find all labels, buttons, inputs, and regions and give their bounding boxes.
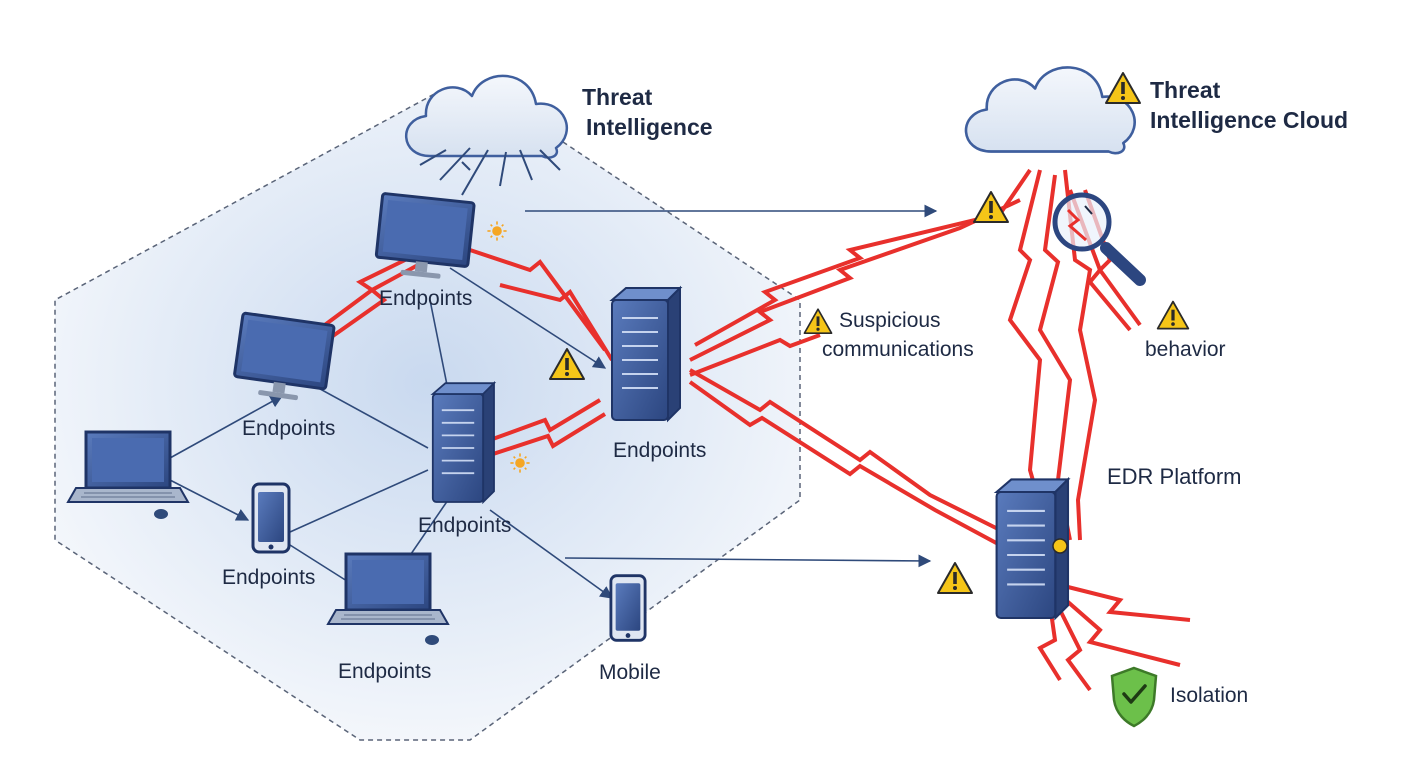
magnifier-icon bbox=[1052, 192, 1146, 286]
shield-check-icon bbox=[1110, 666, 1158, 728]
endpoint-label: Endpoints bbox=[418, 514, 512, 537]
endpoint-label: Endpoints bbox=[222, 566, 316, 589]
threat-intelligence-cloud-right-icon bbox=[964, 66, 1136, 155]
edr-platform-label: EDR Platform bbox=[1107, 464, 1242, 489]
endpoint-label: Endpoints bbox=[338, 660, 432, 683]
endpoint-label: Endpoints bbox=[242, 417, 336, 440]
suspicious-line-1: Suspicious bbox=[839, 309, 941, 332]
cloud-title-line-1: Threat bbox=[1150, 77, 1221, 103]
laptop-icon bbox=[66, 430, 190, 504]
warning-icon bbox=[803, 308, 833, 335]
server-icon bbox=[431, 382, 495, 503]
rain-icon bbox=[419, 147, 561, 196]
endpoint-label: Endpoints bbox=[613, 439, 707, 462]
threat-intelligence-cloud-title: Threat Intelligence Cloud bbox=[1150, 76, 1348, 136]
suspicious-communications-label: Suspicious bbox=[839, 308, 941, 333]
suspicious-communications-label-2: communications bbox=[822, 338, 974, 361]
smartphone-icon bbox=[251, 482, 291, 554]
server-icon bbox=[611, 287, 681, 421]
threat-links bbox=[316, 168, 1191, 692]
laptop-icon bbox=[326, 552, 450, 626]
threat-intelligence-title: Threat Intelligence bbox=[582, 83, 713, 143]
isolation-label: Isolation bbox=[1170, 684, 1249, 707]
mobile-label: Mobile bbox=[599, 661, 661, 684]
behavior-label: behavior bbox=[1145, 338, 1226, 361]
internal-links bbox=[169, 204, 938, 599]
endpoint-label: Endpoints bbox=[379, 287, 473, 310]
title-line-1: Threat bbox=[582, 84, 653, 110]
threat-intelligence-cloud-icon bbox=[404, 74, 569, 159]
title-line-2: Intelligence bbox=[586, 113, 713, 140]
cloud-title-line-2: Intelligence Cloud bbox=[1150, 106, 1349, 133]
smartphone-icon bbox=[609, 574, 647, 642]
warning-icon bbox=[1105, 72, 1141, 104]
warning-icon bbox=[937, 562, 973, 594]
warning-icon bbox=[1156, 300, 1190, 330]
